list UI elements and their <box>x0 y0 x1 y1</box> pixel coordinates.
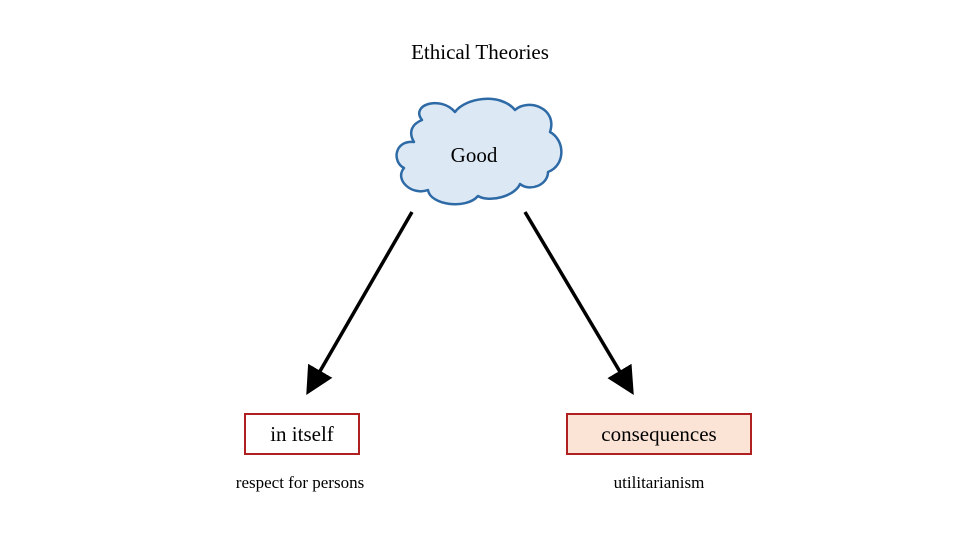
cloud-shape <box>395 97 563 206</box>
arrow-to-in-itself <box>306 211 414 396</box>
branch-caption-respect-for-persons: respect for persons <box>235 473 365 492</box>
root-node-label: Good <box>450 143 498 167</box>
branch-node-in-itself: in itself <box>244 413 360 455</box>
branch-node-consequences: consequences <box>566 413 752 455</box>
arrow-to-consequences <box>523 211 634 396</box>
diagram-title: Ethical Theories <box>411 40 549 64</box>
branch-caption-utilitarianism: utilitarianism <box>613 473 705 492</box>
branch-node-label: in itself <box>270 421 334 446</box>
branch-node-label: consequences <box>601 421 717 446</box>
